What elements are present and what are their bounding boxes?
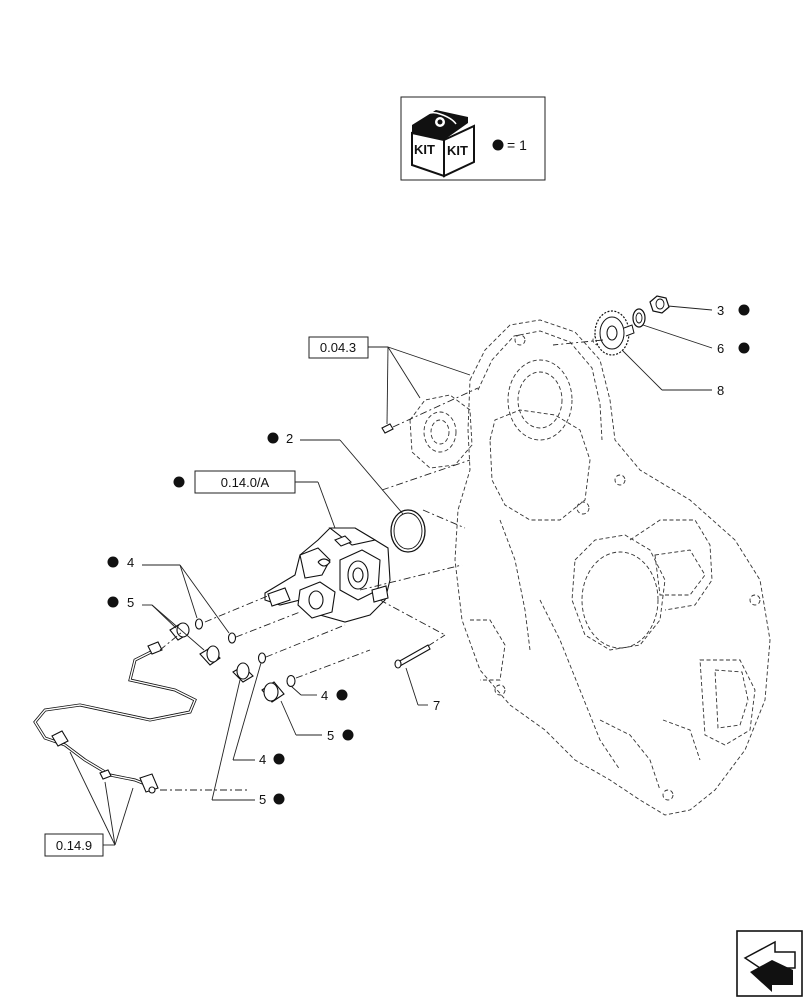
callout-5a: 5 <box>127 595 134 610</box>
mounting-screw <box>394 644 431 669</box>
fitting-lower-right <box>261 681 285 703</box>
kit-marker-4c <box>273 753 285 765</box>
kit-icon-label-right: KIT <box>447 143 468 158</box>
callout-5b: 5 <box>327 728 334 743</box>
ref-label-0-14-0a: 0.14.0/A <box>221 475 270 490</box>
callout-8: 8 <box>717 383 724 398</box>
ref-box-0-14-0a[interactable]: 0.14.0/A <box>194 470 296 494</box>
timing-gear-housing <box>454 319 771 816</box>
kit-marker-icon <box>492 139 504 151</box>
callout-3: 3 <box>717 303 724 318</box>
kit-marker-0-14-0a <box>173 476 185 488</box>
kit-marker-2 <box>267 432 279 444</box>
kit-legend-equals: = 1 <box>507 137 527 153</box>
pump-o-ring <box>390 509 426 553</box>
o-ring-1 <box>194 618 204 630</box>
fuel-pipe <box>33 641 197 794</box>
o-ring-2 <box>227 632 237 644</box>
callout-4c: 4 <box>259 752 266 767</box>
callout-2: 2 <box>286 431 293 446</box>
kit-marker-4b <box>336 689 348 701</box>
gear-nut <box>649 295 670 314</box>
pump-drive-gear <box>594 310 635 356</box>
assembly-lines <box>159 339 604 791</box>
kit-box-icon: KIT KIT <box>411 110 475 178</box>
kit-marker-5b <box>342 729 354 741</box>
callout-6: 6 <box>717 341 724 356</box>
ref-box-0-04-3[interactable]: 0.04.3 <box>308 336 369 359</box>
kit-marker-5a <box>107 596 119 608</box>
kit-legend: KIT KIT = 1 <box>400 96 546 181</box>
navigation-arrow-icon[interactable] <box>736 930 803 997</box>
ref-box-0-14-9[interactable]: 0.14.9 <box>44 833 104 857</box>
pump-flange-plate <box>381 394 473 469</box>
kit-icon-label-left: KIT <box>414 142 435 157</box>
callout-4b: 4 <box>321 688 328 703</box>
fitting-lower-middle <box>232 662 254 683</box>
kit-marker-4a <box>107 556 119 568</box>
kit-marker-6 <box>738 342 750 354</box>
kit-marker-3 <box>738 304 750 316</box>
kit-marker-5c <box>273 793 285 805</box>
callout-7: 7 <box>433 698 440 713</box>
callout-4a: 4 <box>127 555 134 570</box>
ref-label-0-04-3: 0.04.3 <box>320 340 356 355</box>
o-ring-3 <box>257 652 267 664</box>
ref-label-0-14-9: 0.14.9 <box>56 838 92 853</box>
gear-washer <box>632 308 646 328</box>
leader-lines <box>69 305 713 846</box>
fitting-left <box>199 645 221 666</box>
high-pressure-pump <box>264 527 391 623</box>
o-ring-4 <box>286 674 296 688</box>
callout-5c: 5 <box>259 792 266 807</box>
